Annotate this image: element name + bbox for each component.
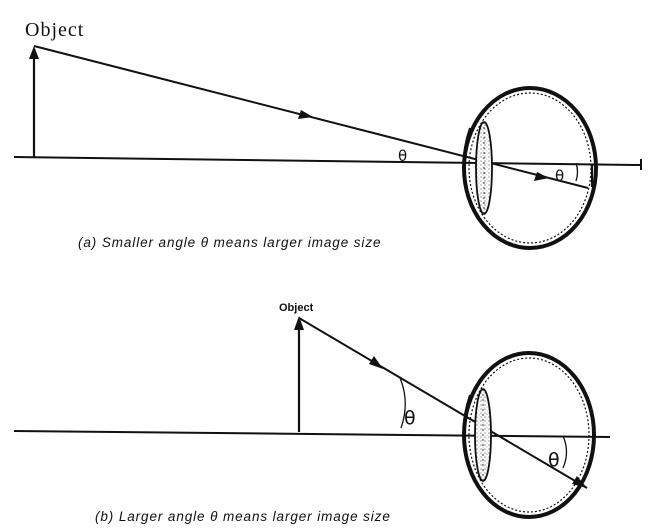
theta-label-eye-b: θ <box>548 449 560 471</box>
theta-label-lens-a: θ <box>398 147 407 165</box>
eyeball-b <box>462 351 596 519</box>
diagram-b <box>13 316 611 519</box>
angle-arc-b-eye <box>562 435 568 469</box>
object-label-a: Object <box>25 19 84 41</box>
optical-axis-b <box>13 430 611 438</box>
ray-arrowhead-b1 <box>369 356 383 369</box>
ray-arrowhead-a2 <box>534 172 549 181</box>
caption-b: (b) Larger angle θ means larger image si… <box>95 509 391 524</box>
theta-label-eye-a: θ <box>555 167 564 185</box>
optical-axis-a <box>13 156 641 166</box>
object-label-b: Object <box>279 302 314 314</box>
diagram-a <box>13 45 642 250</box>
ray-arrowhead-b2 <box>572 476 587 488</box>
caption-a: (a) Smaller angle θ means larger image s… <box>78 235 381 250</box>
theta-label-object-b: θ <box>404 407 416 429</box>
angle-arc-b-object <box>399 377 406 429</box>
light-ray-b <box>298 317 588 489</box>
angle-arc-a <box>575 162 579 182</box>
eyeball-a <box>462 86 598 250</box>
ray-arrowhead-a1 <box>298 110 313 119</box>
object-arrowhead-b <box>294 316 304 330</box>
object-arrowhead-a <box>29 46 39 59</box>
